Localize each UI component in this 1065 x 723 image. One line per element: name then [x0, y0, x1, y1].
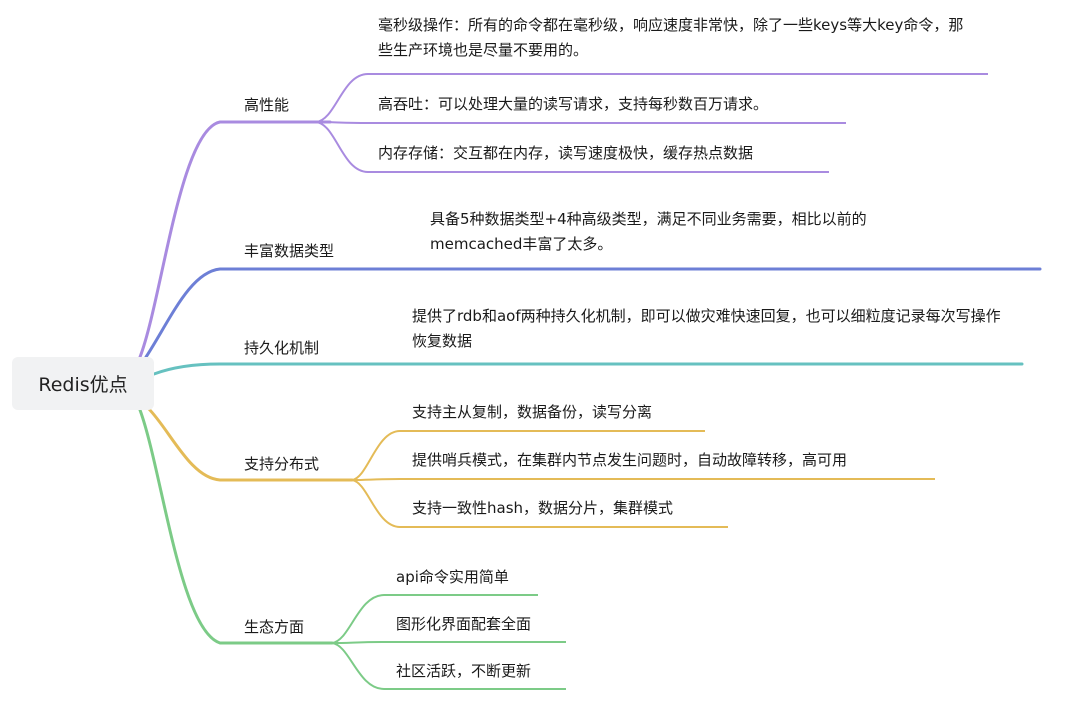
- branch-performance[interactable]: 高性能: [244, 96, 290, 114]
- connector-ecosystem-leaf-3: [331, 642, 566, 690]
- connector-performance-leaf-3: [315, 121, 829, 173]
- leaf-distributed-replication[interactable]: 支持主从复制，数据备份，读写分离: [412, 403, 653, 421]
- leaf-ecosystem-community[interactable]: 社区活跃，不断更新: [396, 662, 532, 680]
- connector-performance-leaf-2: [315, 121, 846, 124]
- branch-persistence[interactable]: 持久化机制: [244, 339, 320, 357]
- connector-distributed-leaf-2: [351, 478, 935, 481]
- leaf-ecosystem-gui[interactable]: 图形化界面配套全面: [396, 615, 532, 633]
- leaf-distributed-sharding[interactable]: 支持一致性hash，数据分片，集群模式: [412, 499, 674, 517]
- connector-performance-leaf-1: [315, 73, 988, 123]
- connector-distributed-leaf-1: [351, 430, 705, 481]
- connector-ecosystem-leaf-2: [331, 641, 566, 644]
- connector-root-to-distributed: [146, 406, 354, 482]
- leaf-ecosystem-api[interactable]: api命令实用简单: [396, 568, 509, 586]
- connector-root-to-datatypes: [144, 267, 1042, 359]
- branch-data-types[interactable]: 丰富数据类型: [244, 242, 335, 260]
- root-node[interactable]: Redis优点: [12, 357, 154, 410]
- branch-ecosystem[interactable]: 生态方面: [244, 618, 305, 636]
- connector-ecosystem-leaf-1: [331, 594, 538, 644]
- leaf-distributed-sentinel[interactable]: 提供哨兵模式，在集群内节点发生问题时，自动故障转移，高可用: [412, 451, 848, 469]
- leaf-data-types[interactable]: 具备5种数据类型+4种高级类型，满足不同业务需要，相比以前的memcached丰…: [430, 210, 867, 253]
- leaf-performance-memory[interactable]: 内存存储：交互都在内存，读写速度极快，缓存热点数据: [378, 144, 754, 162]
- connector-distributed-leaf-3: [351, 479, 728, 528]
- leaf-performance-millisecond[interactable]: 毫秒级操作：所有的命令都在毫秒级，响应速度非常快，除了一些keys等大key命令…: [378, 16, 964, 59]
- connector-root-to-ecosystem: [138, 408, 334, 645]
- connector-root-to-performance: [138, 120, 332, 359]
- leaf-performance-throughput[interactable]: 高吞吐：可以处理大量的读写请求，支持每秒数百万请求。: [378, 95, 769, 113]
- connector-root-to-persistence: [152, 362, 1024, 376]
- leaf-persistence[interactable]: 提供了rdb和aof两种持久化机制，即可以做灾难快速回复，也可以细粒度记录每次写…: [412, 307, 1001, 350]
- branch-distributed[interactable]: 支持分布式: [244, 455, 320, 473]
